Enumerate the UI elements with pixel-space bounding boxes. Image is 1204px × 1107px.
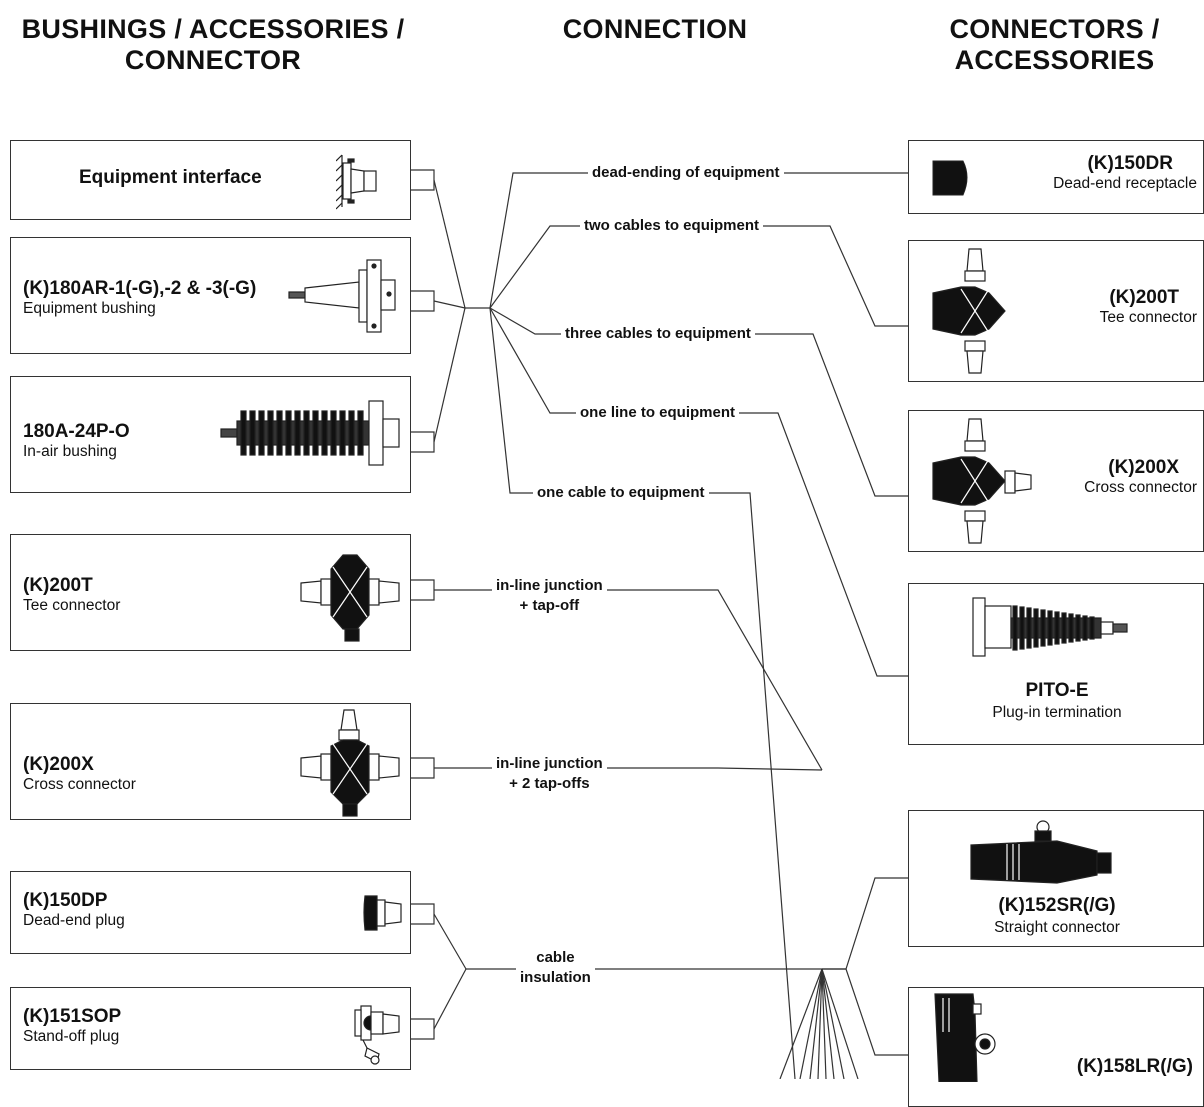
cross-connector-right-name: (K)200X [1108,457,1179,478]
connection-one-line: one line to equipment [576,403,740,423]
stand-off-plug-desc: Stand-off plug [23,1028,120,1045]
header-connectors-line2: ACCESSORIES [954,45,1155,75]
header-bushings-line1: BUSHINGS / ACCESSORIES / [21,14,405,44]
cross-connector-left-name: (K)200X [23,754,94,775]
cross-connector-right-icon [932,418,1032,544]
dead-end-receptacle-name: (K)150DR [1087,153,1173,174]
straight-connector-name: (K)152SR(/G) [998,895,1116,916]
equipment-bushing-box[interactable]: (K)180AR-1(-G),-2 & -3(-G) Equipment bus… [10,237,411,354]
cross-connector-right-box[interactable]: (K)200X Cross connector [908,410,1204,552]
equipment-interface-icon [336,154,377,210]
elbow-connector-box[interactable]: (K)158LR(/G) [908,987,1204,1107]
cross-connector-left-desc: Cross connector [23,776,136,793]
plug-in-termination-desc: Plug-in termination [992,704,1122,721]
header-connectors: CONNECTORS / ACCESSORIES [905,14,1204,76]
dead-end-plug-desc: Dead-end plug [23,912,125,929]
connection-cable-insulation: cable insulation [516,948,595,988]
connection-dead-ending: dead-ending of equipment [588,163,784,183]
straight-connector-box[interactable]: (K)152SR(/G) Straight connector [908,810,1204,947]
header-bushings-line2: CONNECTOR [124,45,302,75]
in-air-bushing-icon [220,400,400,466]
tee-connector-left-icon [300,554,400,642]
connection-cable-insulation-line1: cable [536,949,575,966]
elbow-connector-icon [934,993,996,1082]
in-air-bushing-name: 180A-24P-O [23,421,130,442]
dead-end-plug-box[interactable]: (K)150DP Dead-end plug [10,871,411,954]
header-connectors-line1: CONNECTORS / [949,14,1160,44]
dead-end-receptacle-icon [932,160,968,196]
connection-cable-insulation-line2: insulation [520,969,591,986]
in-air-bushing-box[interactable]: 180A-24P-O In-air bushing [10,376,411,493]
tee-connector-right-name: (K)200T [1109,287,1179,308]
dead-end-plug-name: (K)150DP [23,890,108,911]
header-connection: CONNECTION [520,14,790,45]
connection-inline-tap: in-line junction + tap-off [492,576,607,616]
stand-off-plug-icon [354,1005,400,1065]
equipment-bushing-name: (K)180AR-1(-G),-2 & -3(-G) [23,278,257,299]
equipment-interface-box[interactable]: Equipment interface [10,140,411,220]
tee-connector-left-name: (K)200T [23,575,93,596]
dead-end-plug-icon [363,895,402,931]
tee-connector-left-desc: Tee connector [23,597,121,614]
dead-end-receptacle-box[interactable]: (K)150DR Dead-end receptacle [908,140,1204,214]
equipment-bushing-desc: Equipment bushing [23,300,156,317]
tee-connector-right-icon [932,248,1006,374]
straight-connector-desc: Straight connector [994,919,1120,936]
header-bushings: BUSHINGS / ACCESSORIES / CONNECTOR [8,14,418,76]
stand-off-plug-name: (K)151SOP [23,1006,122,1027]
tee-connector-left-box[interactable]: (K)200T Tee connector [10,534,411,651]
elbow-connector-name: (K)158LR(/G) [1076,1056,1193,1077]
straight-connector-icon [970,820,1112,884]
tee-connector-right-box[interactable]: (K)200T Tee connector [908,240,1204,382]
connection-inline-tap-line1: in-line junction [496,577,603,594]
cross-connector-left-icon [300,709,400,817]
connection-two-cables: two cables to equipment [580,216,764,236]
connection-three-cables: three cables to equipment [561,324,755,344]
cross-connector-right-desc: Cross connector [1084,479,1197,496]
connection-inline-tap-line2: + tap-off [519,597,580,614]
dead-end-receptacle-desc: Dead-end receptacle [1053,175,1197,192]
plug-in-termination-icon [972,597,1128,657]
cross-connector-left-box[interactable]: (K)200X Cross connector [10,703,411,820]
equipment-bushing-icon [288,259,396,333]
equipment-interface-name: Equipment interface [79,167,262,188]
connection-inline-2taps: in-line junction + 2 tap-offs [492,754,607,794]
plug-in-termination-name: PITO-E [1025,680,1089,701]
stand-off-plug-box[interactable]: (K)151SOP Stand-off plug [10,987,411,1070]
header-connection-text: CONNECTION [562,14,748,44]
in-air-bushing-desc: In-air bushing [23,443,117,460]
connection-lines [410,169,908,1079]
tee-connector-right-desc: Tee connector [1099,309,1197,326]
plug-in-termination-box[interactable]: PITO-E Plug-in termination [908,583,1204,745]
connection-one-cable: one cable to equipment [533,483,709,503]
connection-inline-2taps-line2: + 2 tap-offs [509,775,590,792]
connection-inline-2taps-line1: in-line junction [496,755,603,772]
